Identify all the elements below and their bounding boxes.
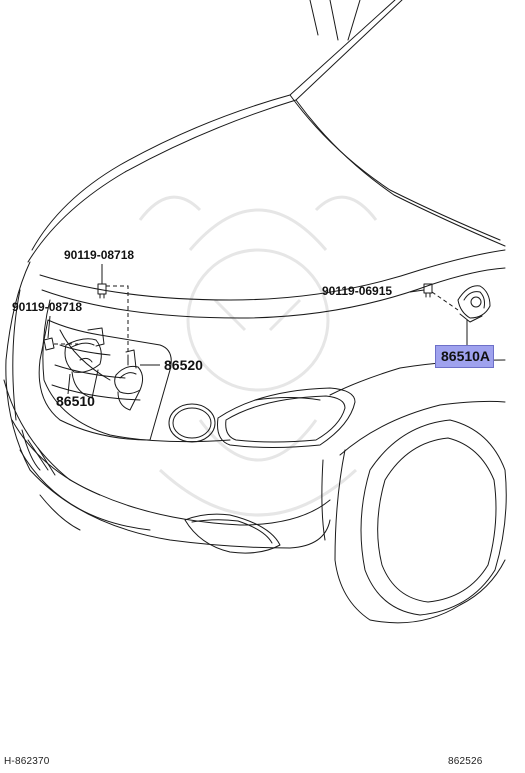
tire (360, 419, 507, 616)
highlight-horn-high (435, 345, 494, 368)
hood-crease (289, 94, 501, 241)
hood-left-edge (31, 0, 396, 251)
horn-bracket (114, 349, 144, 411)
grille-outline (38, 319, 172, 441)
emblem (168, 403, 216, 443)
label-horn-bracket: 86520 (164, 357, 203, 373)
label-horn-low: 86510 (56, 393, 95, 409)
footer-right-code: 862526 (448, 756, 483, 767)
wheel-arch (334, 449, 506, 624)
fog-lamp (184, 513, 281, 554)
label-bolt-upper-left: 90119-08718 (64, 248, 135, 262)
horn-high (457, 285, 491, 323)
watermark (138, 195, 378, 517)
label-horn-high: 86510A (441, 348, 491, 364)
bolt-lower-left (43, 337, 55, 351)
label-bolt-right: 90119-06915 (322, 284, 393, 298)
label-bolt-lower-left: 90119-08718 (12, 300, 83, 314)
headlamp (217, 387, 356, 448)
bolt-upper-left (97, 283, 107, 299)
leader-lines (47, 264, 468, 395)
footer-left-code: H-862370 (4, 756, 50, 767)
horn-low (64, 327, 105, 399)
